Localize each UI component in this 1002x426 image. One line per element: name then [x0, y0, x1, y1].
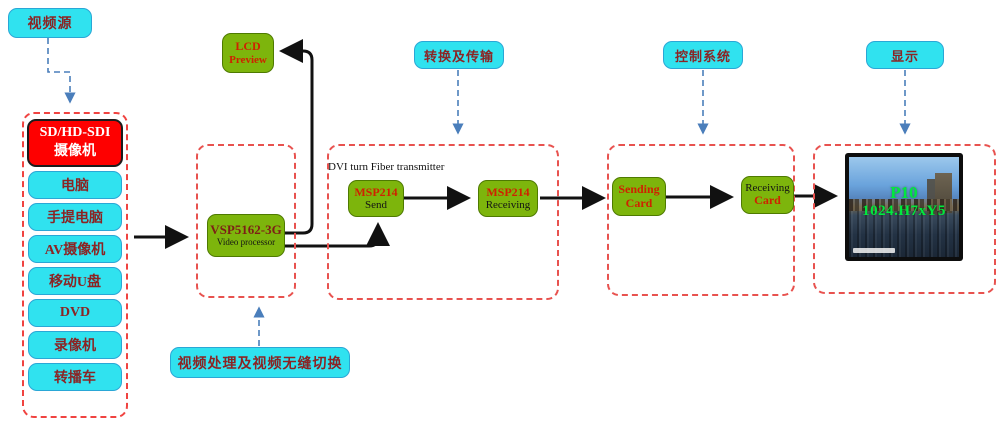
node-msp-send: MSP214 Send — [348, 180, 404, 217]
source-usb-drive-text: 移动U盘 — [48, 275, 102, 290]
source-vcr: 录像机 — [28, 331, 122, 359]
node-video-processor-subtitle: Video processor — [216, 236, 276, 247]
led-display-monitor: P10 1024.H7xY5 — [845, 153, 963, 261]
node-msp-receive: MSP214 Receiving — [478, 180, 538, 217]
source-av-camera: AV摄像机 — [28, 235, 122, 263]
source-ob-van-text: 转播车 — [54, 371, 96, 386]
node-video-processor-name: VSP5162-3G — [210, 222, 282, 238]
node-msp-receive-role: Receiving — [485, 199, 531, 212]
label-display-text: 显示 — [890, 48, 919, 64]
source-pc-text: 电脑 — [61, 179, 89, 194]
dvi-fiber-transmitter-label: DVI turn Fiber transmitter — [328, 161, 445, 173]
group-control-system — [607, 144, 795, 296]
source-laptop: 手提电脑 — [28, 203, 122, 231]
node-lcd-preview-line1: LCD — [235, 39, 261, 54]
group-display — [813, 144, 996, 294]
city-skyline-graphic — [849, 199, 959, 211]
label-display: 显示 — [866, 41, 944, 69]
label-video-processing-text: 视频处理及视频无缝切换 — [177, 356, 343, 372]
group-video-sources — [22, 112, 128, 418]
group-transmission — [327, 144, 559, 300]
source-ob-van: 转播车 — [28, 363, 122, 391]
source-pc: 电脑 — [28, 171, 122, 199]
video-source-list: SD/HD-SDI摄像机 电脑 手提电脑 AV摄像机 移动U盘 DVD 录像机 … — [22, 112, 128, 418]
screen-spec-text: P10 1024.H7xY5 — [849, 183, 959, 220]
screen-spec-line1: P10 — [890, 183, 918, 202]
label-transmission-text: 转换及传输 — [423, 48, 494, 64]
node-sending-card-line2: Card — [625, 195, 653, 210]
node-msp-send-role: Send — [365, 199, 387, 212]
source-sdi-camera: SD/HD-SDI摄像机 — [27, 119, 123, 167]
node-receiving-card-line2: Card — [754, 193, 781, 208]
node-msp-receive-name: MSP214 — [486, 184, 530, 199]
node-msp-send-name: MSP214 — [354, 184, 398, 199]
label-control-system-text: 控制系统 — [674, 48, 731, 64]
source-av-camera-text: AV摄像机 — [44, 243, 106, 258]
label-video-processing: 视频处理及视频无缝切换 — [170, 347, 350, 378]
source-sdi-camera-text: SD/HD-SDI摄像机 — [39, 125, 111, 159]
node-video-processor: VSP5162-3G Video processor — [207, 214, 285, 257]
monitor-photo: P10 1024.H7xY5 — [849, 157, 959, 257]
label-video-source-text: 视频源 — [27, 17, 73, 32]
arrow-label-source — [47, 38, 76, 104]
label-control-system: 控制系统 — [663, 41, 743, 69]
node-sending-card-line1: Sending — [618, 182, 660, 197]
source-dvd-text: DVD — [59, 305, 91, 320]
source-vcr-text: 录像机 — [54, 339, 96, 354]
label-transmission: 转换及传输 — [414, 41, 504, 69]
screen-caption-bar — [853, 248, 896, 253]
source-laptop-text: 手提电脑 — [47, 211, 103, 226]
label-video-source: 视频源 — [8, 8, 92, 38]
source-usb-drive: 移动U盘 — [28, 267, 122, 295]
source-dvd: DVD — [28, 299, 122, 327]
node-lcd-preview-line2: Preview — [229, 53, 267, 66]
node-receiving-card-line1: Receiving — [745, 182, 790, 195]
node-lcd-preview: LCD Preview — [222, 33, 274, 73]
node-sending-card: Sending Card — [612, 177, 666, 216]
node-receiving-card: Receiving Card — [741, 176, 794, 214]
screen-spec-line2: 1024.H7xY5 — [862, 203, 946, 219]
group-video-processor — [196, 144, 296, 298]
